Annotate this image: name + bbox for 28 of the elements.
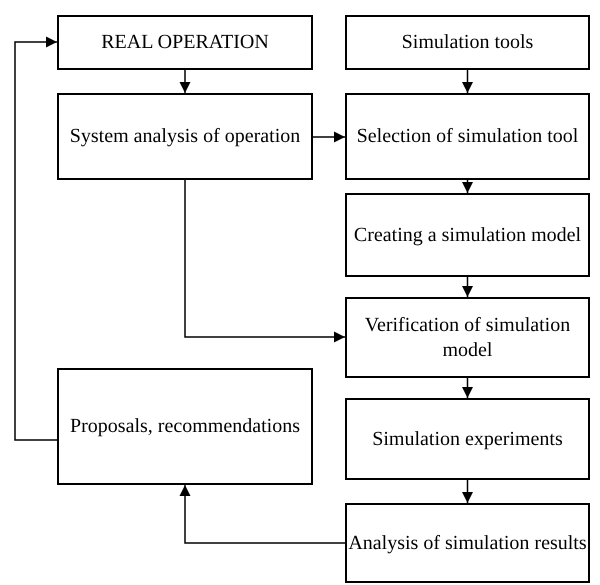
box-label: REAL OPERATION (101, 30, 269, 55)
box-label: System analysis of operation (70, 124, 300, 149)
process-box (57, 93, 313, 180)
box-label: Verification of simulation model (364, 312, 572, 362)
arrow (462, 277, 473, 297)
arrow (184, 180, 345, 342)
arrow (462, 480, 473, 503)
box-label: Simulation experiments (372, 426, 563, 452)
arrow (462, 180, 473, 193)
box-label: Creating a simulation model (354, 222, 582, 248)
process-box (345, 297, 590, 378)
process-box (345, 93, 590, 180)
process-box (345, 398, 590, 480)
box-label: Simulation tools (402, 30, 534, 55)
box-label: Selection of simulation tool (356, 124, 578, 149)
box-label: Analysis of simulation results (348, 530, 587, 556)
arrow (462, 70, 473, 93)
arrow (180, 485, 345, 544)
arrow (313, 132, 345, 142)
arrow (462, 378, 473, 398)
arrow (14, 36, 57, 441)
process-box (57, 368, 313, 485)
box-label: Proposals, recommendations (70, 414, 300, 439)
arrow (180, 70, 190, 93)
process-box (345, 193, 590, 277)
process-box (57, 15, 313, 70)
process-box (345, 503, 590, 583)
process-box (345, 15, 590, 70)
